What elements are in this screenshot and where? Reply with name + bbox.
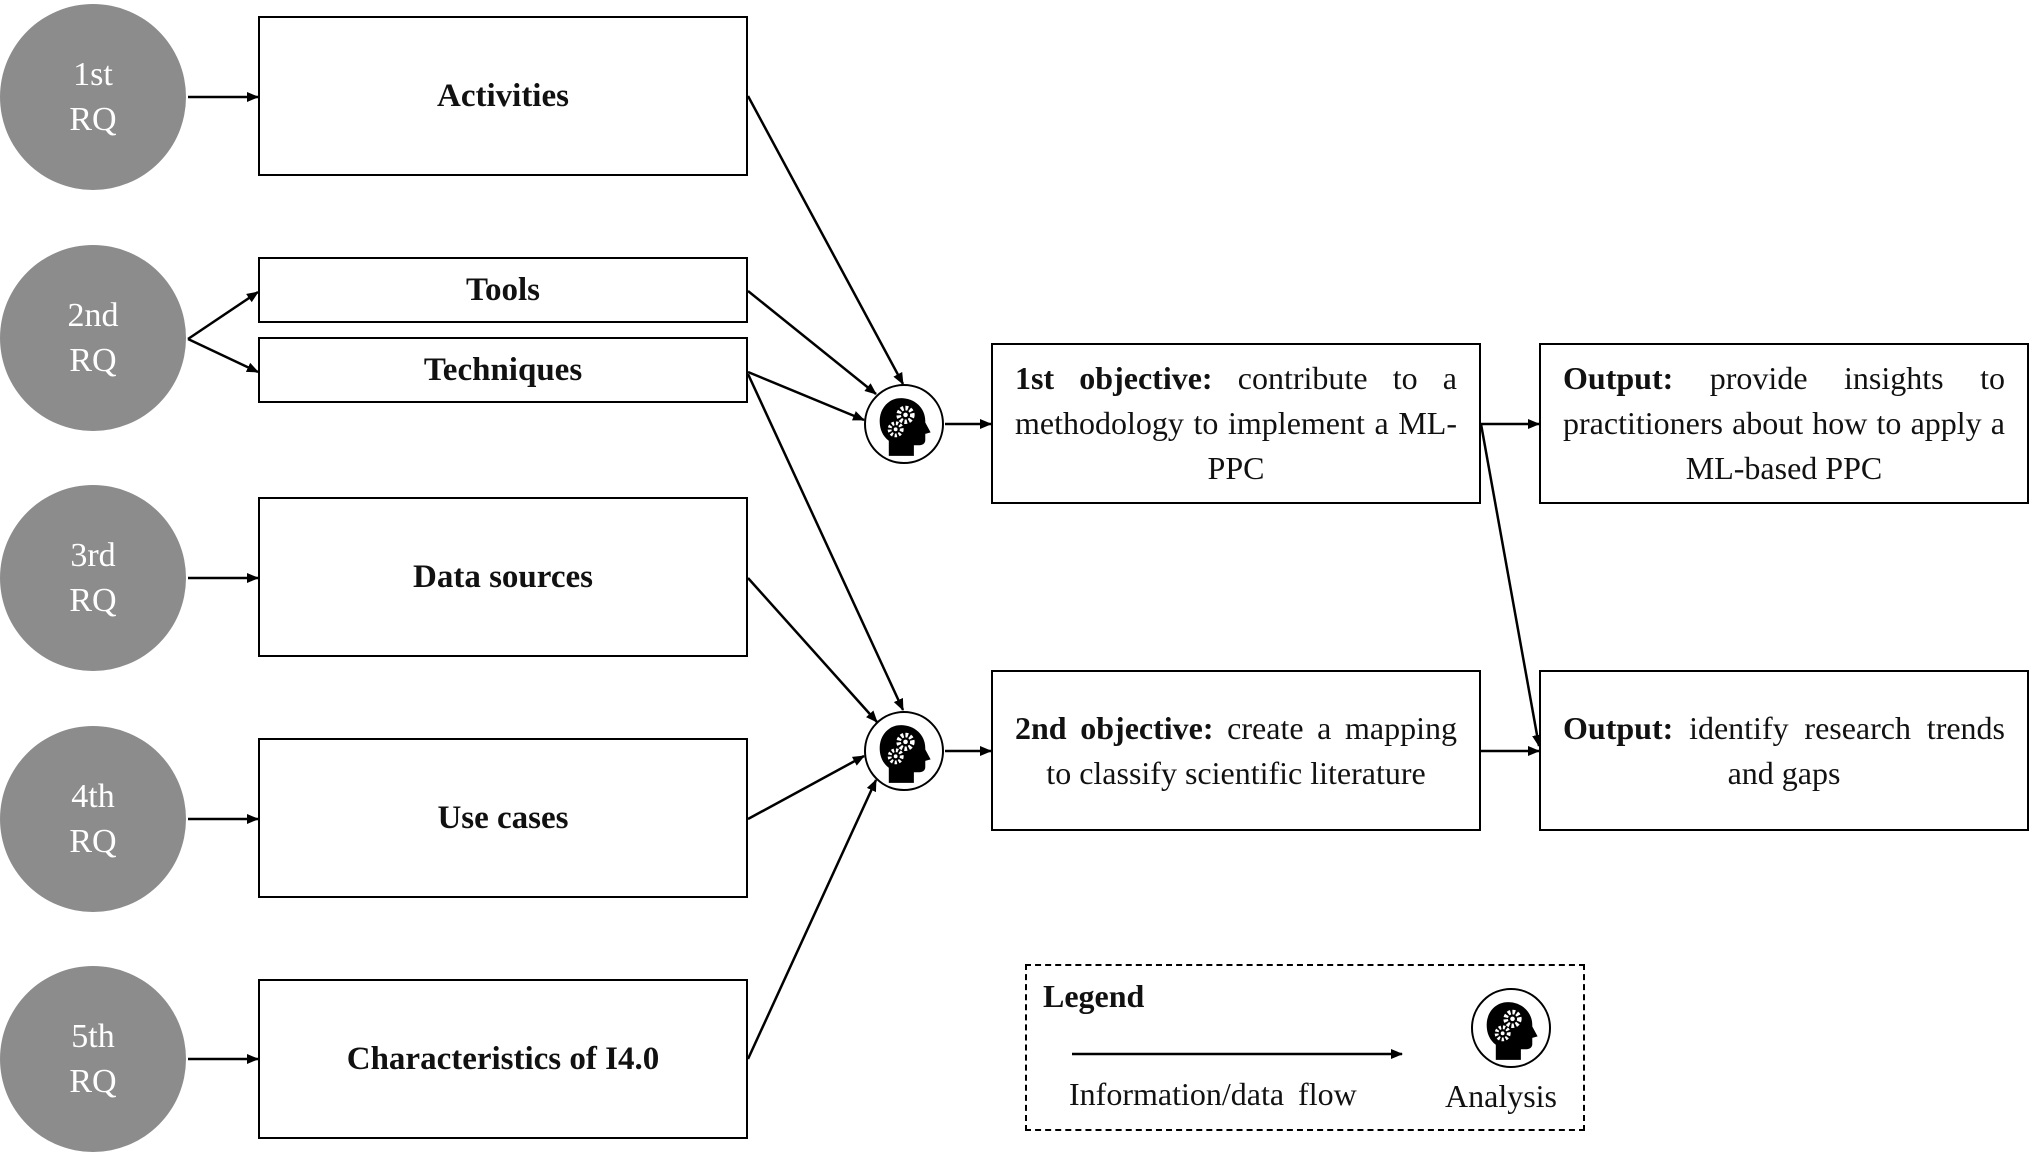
arrow-tools-analysis1 (747, 290, 877, 395)
arrow-activities-analysis1 (746, 95, 905, 385)
objective-heading: 2nd objective: (1015, 709, 1214, 746)
arrow-rq2-techniques (187, 337, 259, 374)
topic-label: Tools (466, 271, 540, 308)
topic-label: Use cases (437, 799, 569, 836)
objective-box-2: 2nd objective: create a mapping to class… (991, 670, 1481, 831)
legend-analysis-node (1471, 988, 1551, 1068)
arrow-use-cases-analysis2 (747, 754, 865, 821)
head-with-gears-icon (879, 398, 931, 456)
rq-circle-4: 4th RQ (0, 726, 186, 912)
topic-box-characteristics-i40: Characteristics of I4.0 (258, 979, 748, 1139)
arrow-techniques-analysis1 (747, 370, 865, 422)
output-heading: Output: (1563, 360, 1674, 396)
rq-number: 5th (71, 1018, 115, 1055)
objective-text: contribute to a methodology to implement… (1015, 360, 1458, 486)
topic-box-use-cases: Use cases (258, 738, 748, 898)
topic-box-tools: Tools (258, 257, 748, 323)
arrow-rq2-tools (187, 290, 259, 341)
arrow-techniques-analysis2 (746, 373, 905, 711)
rq-label: RQ (69, 101, 117, 138)
arrow-characteristics-analysis2 (746, 779, 878, 1060)
arrow-data-sources-analysis2 (747, 577, 878, 723)
legend-analysis-label: Analysis (1445, 1078, 1557, 1114)
output-text: provide insights to practitioners about … (1563, 360, 2006, 486)
rq-circle-5: 5th RQ (0, 966, 186, 1152)
output-heading: Output: (1563, 709, 1674, 746)
topic-label: Characteristics of I4.0 (346, 1040, 660, 1077)
rq-number: 2nd (67, 297, 119, 334)
legend: Legend Information/data flow Analysis (1025, 964, 1585, 1131)
topic-box-activities: Activities (258, 16, 748, 176)
objective-text: create a mapping to classify scientific … (1046, 709, 1458, 791)
rq-label: RQ (69, 582, 117, 619)
output-box-2: Output: identify research trends and gap… (1539, 670, 2029, 831)
analysis-node-1 (864, 384, 944, 464)
topic-label: Techniques (423, 351, 583, 388)
rq-number: 3rd (70, 537, 116, 574)
head-with-gears-icon (879, 725, 931, 783)
output-box-1: Output: provide insights to practitioner… (1539, 343, 2029, 504)
topic-box-data-sources: Data sources (258, 497, 748, 657)
legend-title: Legend (1043, 978, 1145, 1014)
topic-label: Data sources (413, 558, 593, 595)
rq-number: 4th (71, 778, 115, 815)
rq-circle-1: 1st RQ (0, 4, 186, 190)
rq-label: RQ (69, 823, 117, 860)
objective-box-1: 1st objective: contribute to a methodolo… (991, 343, 1481, 504)
head-with-gears-icon (1486, 1002, 1538, 1060)
rq-label: RQ (69, 1063, 117, 1100)
rq-number: 1st (73, 56, 113, 93)
rq-circle-2: 2nd RQ (0, 245, 186, 431)
rq-circle-3: 3rd RQ (0, 485, 186, 671)
topic-box-techniques: Techniques (258, 337, 748, 403)
output-text: identify research trends and gaps (1689, 709, 2005, 791)
rq-label: RQ (69, 342, 117, 379)
analysis-node-2 (864, 711, 944, 791)
objective-heading: 1st objective: (1015, 360, 1213, 396)
arrow-objective1-output2 (1479, 423, 1542, 747)
topic-label: Activities (437, 77, 569, 114)
legend-flow-label: Information/data flow (1069, 1076, 1357, 1112)
